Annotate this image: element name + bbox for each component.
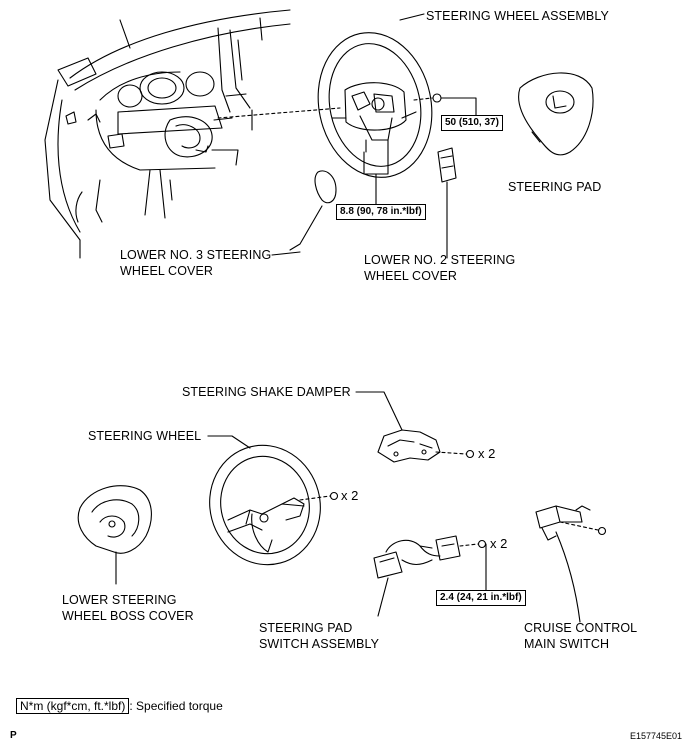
- pointer-no3-cover: [271, 251, 301, 256]
- steering-wheel-illustration: [207, 435, 339, 566]
- label-lower-no2-cover-line2: WHEEL COVER: [364, 269, 458, 283]
- torque-box-bolt: 8.8 (90, 78 in.*lbf): [336, 204, 426, 220]
- torque-box-nut: 50 (510, 37): [441, 115, 503, 131]
- pointer-pad-switch: [377, 577, 389, 617]
- nut-icon: [413, 93, 477, 117]
- cruise-control-switch-illustration: [535, 505, 607, 623]
- page-letter: P: [10, 730, 17, 741]
- column-leader-dashed: [217, 107, 341, 119]
- legend-unit-box: N*m (kgf*cm, ft.*lbf): [16, 698, 130, 714]
- qty-switch-screws: x 2: [490, 536, 508, 551]
- label-steering-wheel: STEERING WHEEL: [88, 429, 202, 443]
- lower-no2-cover-illustration: [437, 147, 457, 259]
- label-cruise-line1: CRUISE CONTROL: [524, 621, 638, 635]
- lower-no3-cover-illustration: [289, 170, 337, 251]
- label-steering-pad: STEERING PAD: [508, 180, 602, 194]
- pointer-cruise-switch: [555, 531, 581, 623]
- label-lower-no3-cover-line1: LOWER NO. 3 STEERING: [120, 248, 272, 262]
- label-steering-shake-damper: STEERING SHAKE DAMPER: [182, 385, 351, 399]
- qty-wheel-screws: x 2: [341, 488, 359, 503]
- figure-code: E157745E01: [630, 731, 683, 741]
- steering-wheel-assembly-illustration: [317, 32, 433, 178]
- bolt-leader: [363, 151, 389, 175]
- pointer-wheel-assembly: [399, 13, 425, 21]
- label-cruise-line2: MAIN SWITCH: [524, 637, 610, 651]
- label-lower-no3-cover-line2: WHEEL COVER: [120, 264, 214, 278]
- pointer-shake-damper: [355, 391, 403, 431]
- lower-boss-cover-illustration: [77, 485, 152, 585]
- torque-box-screw: 2.4 (24, 21 in.*lbf): [436, 590, 526, 606]
- legend-description: : Specified torque: [129, 699, 223, 713]
- label-lower-no2-cover-line1: LOWER NO. 2 STEERING: [364, 253, 516, 267]
- label-pad-switch-line2: SWITCH ASSEMBLY: [259, 637, 380, 651]
- label-lower-boss-cover-line2: WHEEL BOSS COVER: [62, 609, 194, 623]
- steering-pad-illustration: [518, 72, 594, 156]
- dashboard-illustration: [44, 9, 291, 259]
- qty-damper-screws: x 2: [478, 446, 496, 461]
- steering-shake-damper-illustration: [355, 391, 475, 463]
- torque-legend: N*m (kgf*cm, ft.*lbf): Specified torque: [16, 698, 223, 714]
- label-pad-switch-line1: STEERING PAD: [259, 621, 353, 635]
- label-steering-wheel-assembly: STEERING WHEEL ASSEMBLY: [426, 9, 609, 23]
- steering-pad-switch-illustration: [373, 535, 487, 617]
- label-lower-boss-cover-line1: LOWER STEERING: [62, 593, 177, 607]
